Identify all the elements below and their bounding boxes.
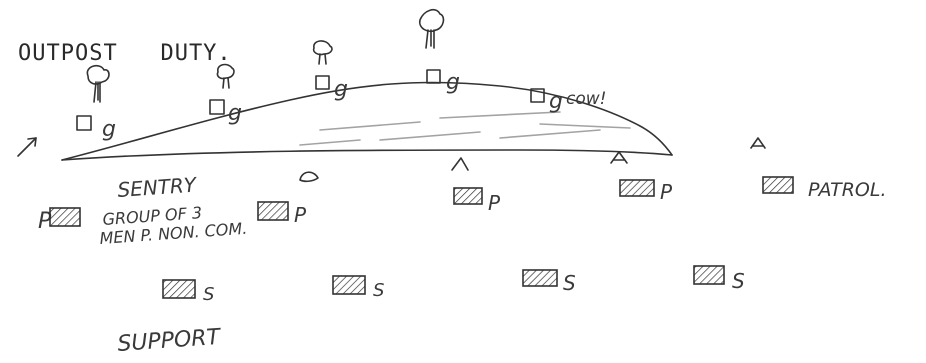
hill-base-line [62,150,672,160]
svg-text:P: P [488,191,501,215]
svg-text:g: g [549,89,563,114]
hatched-unit-icon [620,180,654,196]
picket-unit: P [620,180,673,204]
svg-text:g: g [446,70,460,95]
svg-text:S: S [373,280,384,301]
support-label: SUPPORT [117,325,223,357]
hatched-unit-icon [333,276,365,294]
tree-icon [420,10,444,48]
support-unit: S [523,270,576,295]
hatched-unit-icon [694,266,724,284]
svg-text:P: P [294,203,307,227]
hatched-unit-icon [523,270,557,286]
patrol-unit: PATROL. [763,177,887,201]
support-unit: S [694,266,745,293]
page-title: OUTPOST DUTY. [18,41,232,66]
tent-marker-icon [300,172,318,181]
tree-icon [314,41,332,64]
svg-text:S: S [203,284,214,305]
svg-text:S: S [732,269,745,293]
support-unit: S [163,280,214,305]
sentry-post: g [210,100,242,126]
picket-unit: P [38,208,80,234]
hatched-unit-icon [763,177,793,193]
hill-shading [300,112,630,145]
support-unit: S [333,276,384,301]
hatched-unit-icon [258,202,288,220]
sentry-box-icon [77,116,91,130]
sentry-post: g [316,76,348,102]
tree-icon [217,65,234,88]
sentry-box-icon [316,76,329,89]
hatched-unit-icon [163,280,195,298]
svg-text:g: g [102,117,116,142]
sentry-label: SENTRY [117,172,199,202]
tent-marker-icon [751,138,765,148]
tent-marker-icon [452,158,468,170]
tree-icon [87,66,109,102]
svg-text:P: P [660,180,673,204]
sentry-box-icon [427,70,440,83]
svg-text:PATROL.: PATROL. [808,179,887,201]
svg-text:g: g [334,77,348,102]
hatched-unit-icon [50,208,80,226]
cow-label: cow! [566,89,606,109]
hatched-unit-icon [454,188,482,204]
arrow-icon [18,138,36,156]
sentry-box-icon [210,100,224,114]
tent-marker-icon [611,152,627,163]
picket-unit: P [454,188,501,215]
svg-text:S: S [563,271,576,295]
sentry-post: g [77,116,116,142]
picket-unit: P [258,202,307,227]
svg-text:g: g [228,101,242,126]
